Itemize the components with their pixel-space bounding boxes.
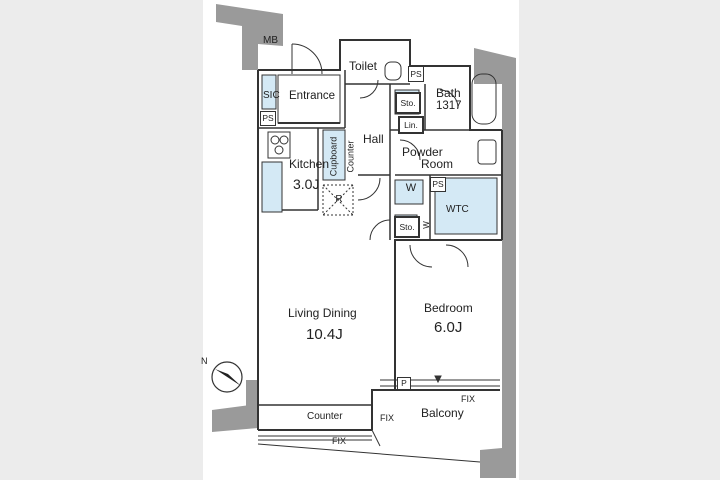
powder-sink [477, 139, 497, 165]
ps-tag-entrance: PS [260, 111, 276, 126]
p-tag-balcony: P [397, 377, 411, 390]
fix-label-balcony: FIX [380, 413, 395, 423]
compass-north-label: N [201, 356, 208, 366]
kitchen-size-label: 3.0J [293, 176, 320, 192]
fix-label-living: FIX [332, 436, 347, 446]
balcony-arrow [434, 375, 442, 384]
wtc-label: WTC [446, 204, 469, 215]
fix-label-bedroom: FIX [461, 394, 476, 404]
powder-door [399, 139, 421, 161]
sto-tag-hall: Sto. [395, 92, 421, 114]
counter-bottom-label: Counter [307, 411, 343, 422]
counter-vertical-label: Counter [345, 140, 356, 173]
fridge-space [322, 184, 354, 216]
bedroom-size-label: 6.0J [434, 319, 463, 336]
bath-size-label: 1317 [436, 100, 462, 112]
mb-label: MB [263, 35, 278, 46]
sic-label: SIC [263, 90, 280, 101]
w-powder-storage [394, 179, 424, 205]
balcony-edge [257, 443, 481, 463]
kitchen-label: Kitchen [289, 157, 330, 171]
door-swings [291, 43, 469, 268]
bedroom-label: Bedroom [424, 301, 473, 315]
living-dining-label: Living Dining [288, 306, 357, 320]
ps-tag-wtc: PS [430, 177, 446, 192]
bathtub [471, 73, 497, 125]
fixtures [267, 61, 497, 216]
hall-label: Hall [363, 132, 384, 146]
bath-label: Bath [436, 86, 461, 100]
kitchen-storage [261, 161, 283, 213]
wall-right [474, 48, 516, 478]
living-door [369, 219, 391, 241]
wtc-storage [434, 177, 498, 235]
entrance-floor [277, 74, 341, 124]
structural-walls [212, 4, 516, 478]
balcony-label: Balcony [421, 406, 464, 420]
sic-storage [261, 74, 277, 110]
bath-door [439, 89, 459, 109]
cupboard-label: Cupboard [328, 136, 339, 177]
ps-tag-toilet: PS [408, 66, 424, 82]
powder-room-label-line2: Room [421, 157, 454, 171]
w-tag-powder: W [405, 181, 417, 194]
cupboard-storage [322, 129, 346, 181]
entrance-door [291, 43, 323, 75]
toilet-door [359, 79, 379, 99]
lin-tag: Lin. [398, 116, 424, 134]
stove [267, 131, 291, 159]
compass-icon [211, 361, 243, 393]
wtc-door [445, 244, 469, 268]
bedroom-door [409, 244, 433, 268]
sto-tag-bedroom: Sto. [394, 216, 420, 238]
wall-top-left [216, 4, 283, 70]
powder-room-label-line1: Powder [402, 145, 443, 159]
living-dining-size-label: 10.4J [306, 326, 343, 343]
w-tag-wtc: W [422, 221, 431, 229]
toilet-label: Toilet [349, 59, 378, 73]
entrance-label: Entrance [289, 90, 336, 102]
hall-door [357, 177, 381, 201]
wall-left-column [246, 380, 258, 428]
r-tag-fridge: R [335, 194, 343, 205]
toilet-bowl [384, 61, 402, 81]
